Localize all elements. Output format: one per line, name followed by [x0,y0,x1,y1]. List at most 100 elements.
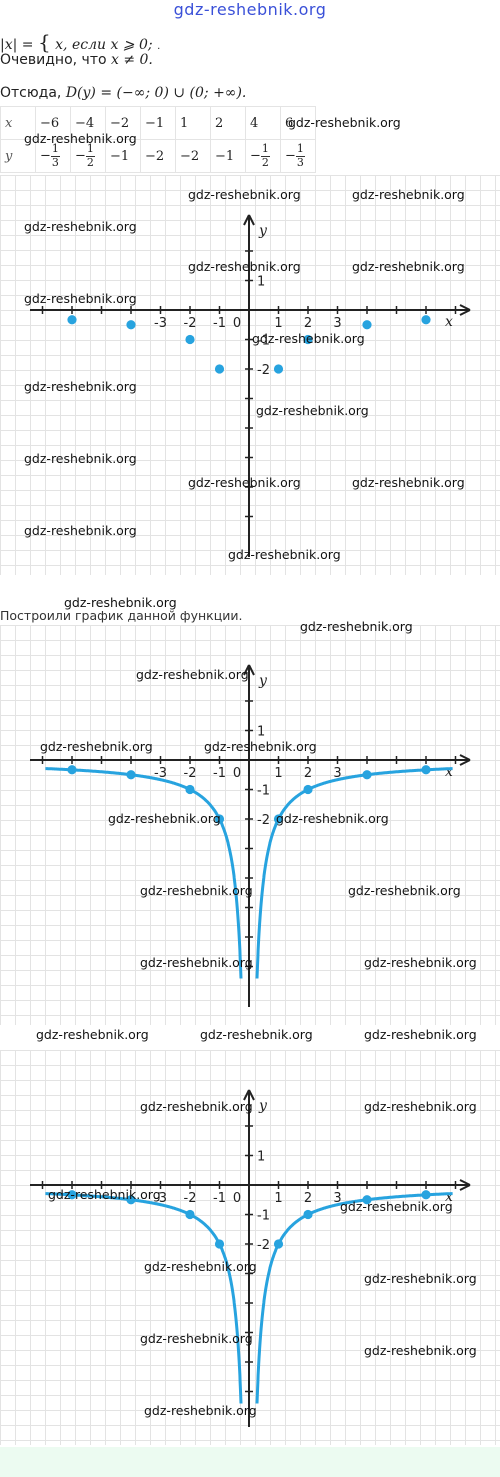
x-tick-label: 3 [333,316,341,331]
x-tick-label: -2 [184,316,197,331]
x-axis-label: x [445,1189,453,1205]
data-point [273,814,284,824]
y-axis-label: y [258,673,268,689]
x-tick-label: 2 [304,316,312,331]
obviously-line: Очевидно, что x ≠ 0. [0,52,153,68]
data-point [185,334,195,345]
table-cell: 4 [245,106,281,140]
data-point [362,1195,372,1205]
watermark: gdz-reshebnik.org [140,883,253,898]
watermark: gdz-reshebnik.org [348,883,461,898]
formula-tail: . [157,41,161,52]
table-y-label: y [0,139,36,173]
watermark: gdz-reshebnik.org [204,739,317,754]
watermark: gdz-reshebnik.org [352,259,465,274]
watermark: gdz-reshebnik.org [188,259,301,274]
watermark: gdz-reshebnik.org [188,475,301,490]
data-point [303,1209,313,1220]
data-point [421,315,431,325]
y-tick-label: 1 [257,725,265,740]
curve-left-branch [45,767,243,979]
formula-lhs: |x| = [0,37,34,53]
watermark: gdz-reshebnik.org [340,1199,453,1214]
watermark: gdz-reshebnik.org [24,219,137,234]
watermark: gdz-reshebnik.org [256,403,369,418]
domain-prefix: Отсюда, [0,85,66,101]
data-point [421,1190,431,1200]
watermark: gdz-reshebnik.org [352,187,465,202]
y-tick-label: -1 [257,1209,270,1224]
domain-line: Отсюда, D(y) = (−∞; 0) ∪ (0; +∞). [0,85,246,101]
watermark: gdz-reshebnik.org [352,475,465,490]
x-tick-label: 0 [233,316,241,331]
watermark: gdz-reshebnik.org [228,547,341,562]
watermark: gdz-reshebnik.org [364,1027,477,1042]
data-point [214,814,225,824]
data-point [67,315,77,325]
y-tick-label: -2 [257,1238,270,1253]
data-point [126,320,136,330]
site-header[interactable]: gdz-reshebnik.org [173,0,327,19]
data-point [67,1190,77,1200]
x-tick-label: 0 [233,766,241,781]
y-tick-label: -1 [257,784,270,799]
watermark: gdz-reshebnik.org [24,379,137,394]
x-tick-label: 1 [274,316,282,331]
x-axis-arrow [459,304,471,316]
curve-right-branch [255,1192,453,1404]
watermark: gdz-reshebnik.org [364,955,477,970]
watermark: gdz-reshebnik.org [364,1271,477,1286]
x-tick-label: 1 [274,1191,282,1206]
watermark: gdz-reshebnik.org [188,187,301,202]
x-tick-label: -2 [184,1191,197,1206]
data-point [273,1239,284,1249]
watermark: gdz-reshebnik.org [24,291,137,306]
data-point [362,320,372,330]
bottom-bar [0,1447,500,1477]
table-x-label: x [0,106,36,140]
y-axis-label: y [258,1098,268,1114]
watermark: gdz-reshebnik.org [140,1099,253,1114]
data-point [214,364,225,374]
x-tick-label: 1 [274,766,282,781]
table-cell: −1 [105,139,141,173]
y-axis-arrow [243,214,255,226]
caption-built-graph: Построили график данной функции. [0,608,243,623]
formula-brace: { [37,30,51,54]
y-axis-arrow [243,1089,255,1101]
x-axis-arrow [459,754,471,766]
x-axis-arrow [459,1179,471,1191]
y-axis-arrow [243,664,255,676]
watermark: gdz-reshebnik.org [48,1187,161,1202]
watermark: gdz-reshebnik.org [108,811,221,826]
watermark: gdz-reshebnik.org [200,1027,313,1042]
watermark: gdz-reshebnik.org [140,1331,253,1346]
data-point [214,1239,225,1249]
formula-case: x, если x ⩾ 0; [55,37,153,53]
y-tick-label: -1 [257,334,270,349]
x-tick-label: 2 [304,766,312,781]
table-cell: −1 [140,106,176,140]
curve-right-branch [255,767,453,979]
data-point [362,770,372,780]
watermark: gdz-reshebnik.org [24,523,137,538]
data-point [303,784,313,795]
x-tick-label: 3 [333,766,341,781]
modulus-formula: |x| = { x, если x ⩾ 0; . [0,30,160,54]
curve-left-branch [45,1192,243,1404]
table-cell: 2 [210,106,246,140]
obviously-math: x ≠ 0. [111,52,153,68]
table-cell: 1 [175,106,211,140]
x-tick-label: 3 [333,1191,341,1206]
